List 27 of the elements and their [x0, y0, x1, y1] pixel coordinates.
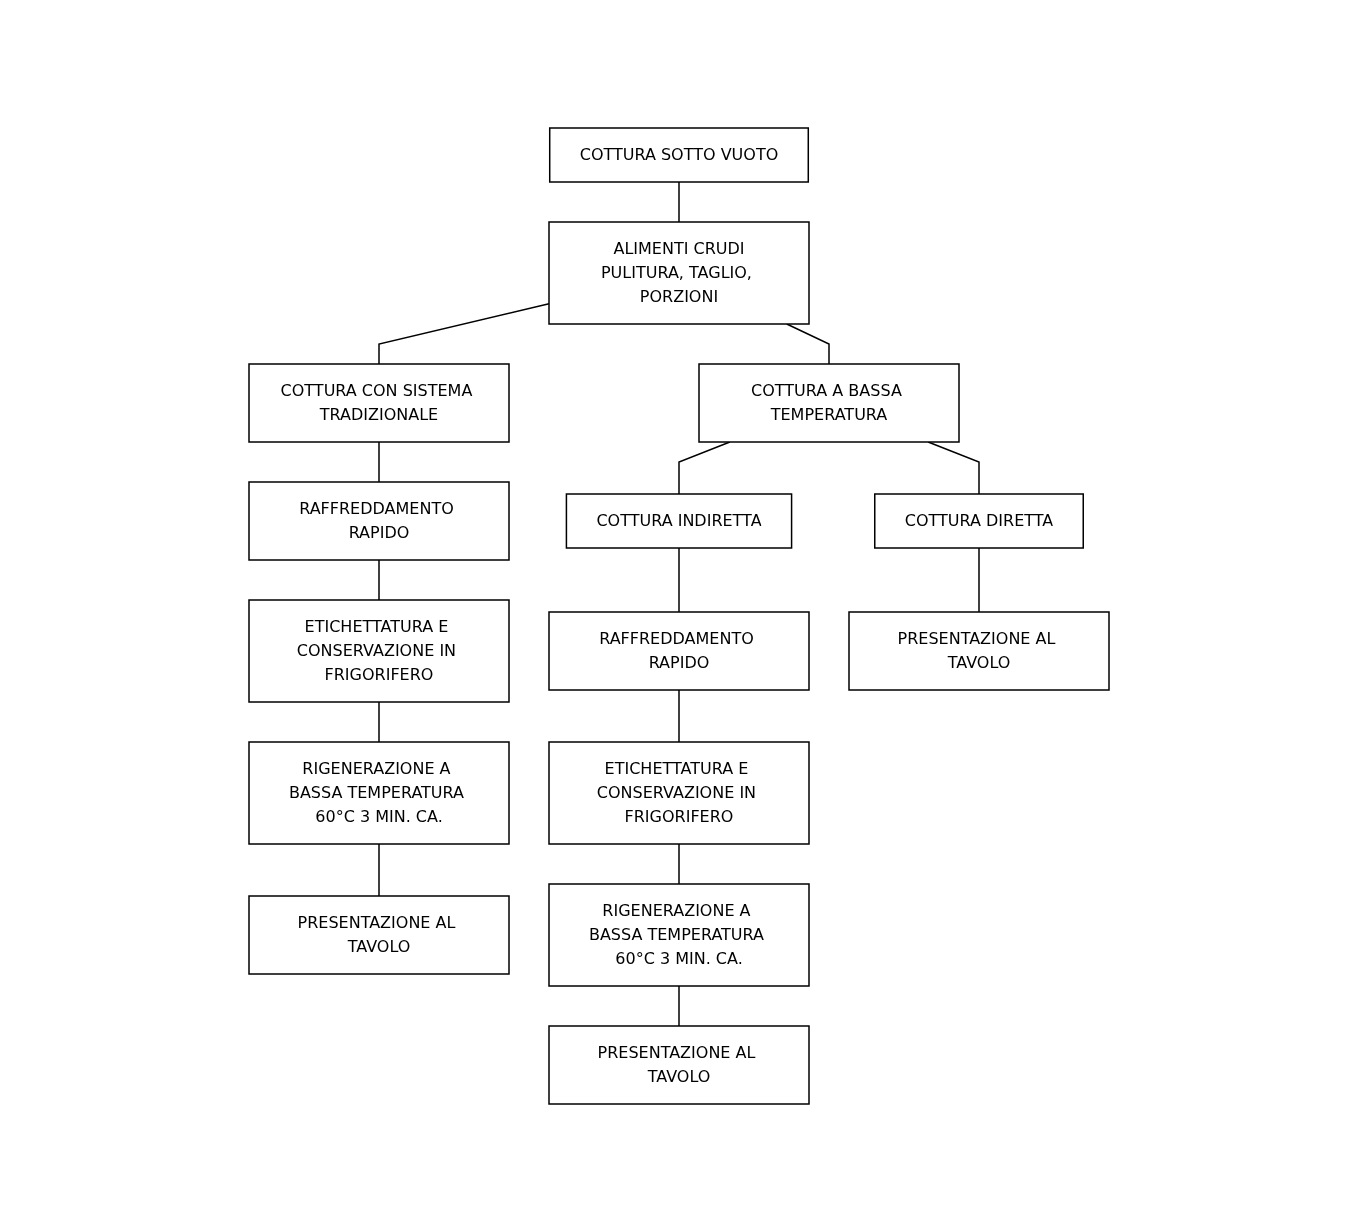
node-box: ETICHETTATURA E CONSERVAZIONE IN FRIGORIFERO [247, 598, 510, 703]
node-box: COTTURA DIRETTA [873, 492, 1084, 549]
node-box: COTTURA A BASSA TEMPERATURA [697, 362, 960, 443]
connector [677, 180, 680, 223]
node-box: RIGENERAZIONE A BASSA TEMPERATURA 60°C 3 MIN. CA. [547, 882, 810, 987]
connector [677, 842, 680, 885]
connector [977, 546, 980, 613]
connector [377, 842, 380, 897]
node-box: COTTURA INDIRETTA [565, 492, 792, 549]
node-box: COTTURA SOTTO VUOTO [548, 126, 809, 183]
node-box: PRESENTAZIONE AL TAVOLO [547, 1024, 810, 1105]
node-box: ALIMENTI CRUDI PULITURA, TAGLIO, PORZIONI [547, 220, 810, 325]
node-box: ETICHETTATURA E CONSERVAZIONE IN FRIGORIFERO [547, 740, 810, 845]
node-box: RAFFREDDAMENTO RAPIDO [247, 480, 510, 561]
node-box: PRESENTAZIONE AL TAVOLO [247, 894, 510, 975]
node-box: RIGENERAZIONE A BASSA TEMPERATURA 60°C 3 MIN. CA. [247, 740, 510, 845]
connector [377, 700, 380, 743]
connector [677, 546, 680, 613]
node-box: PRESENTAZIONE AL TAVOLO [847, 610, 1110, 691]
connector [677, 440, 731, 495]
connector [377, 440, 380, 483]
connector [677, 984, 680, 1027]
connector [677, 688, 680, 743]
connector [377, 558, 380, 601]
node-box: COTTURA CON SISTEMA TRADIZIONALE [247, 362, 510, 443]
connector [785, 322, 830, 365]
node-box: RAFFREDDAMENTO RAPIDO [547, 610, 810, 691]
